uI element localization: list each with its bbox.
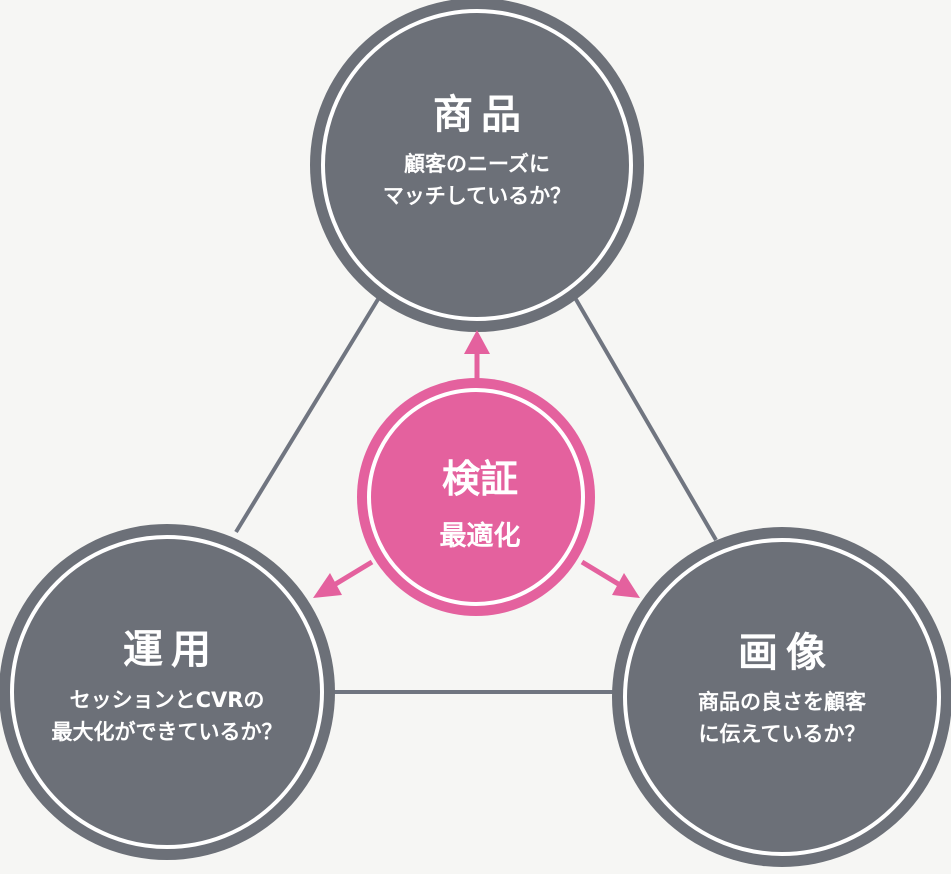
description-line: 顧客のニーズに <box>404 152 550 176</box>
node-operation-description: セッションとCVRの 最大化ができているか？ <box>52 684 283 748</box>
arrow-down-right-icon <box>580 559 640 598</box>
description-line: 商品の良さを顧客 <box>698 690 866 714</box>
node-image-circle <box>612 527 951 867</box>
center-circle <box>357 378 595 616</box>
description-line: マッチしているか？ <box>382 184 572 208</box>
node-product-description: 顧客のニーズに マッチしているか？ <box>383 148 571 212</box>
node-operation-circle <box>0 524 335 860</box>
description-line: セッションとCVRの <box>69 688 265 712</box>
node-product-circle <box>310 0 644 332</box>
connector-product-image <box>572 294 718 542</box>
arrow-up-icon <box>464 330 490 382</box>
center-title: 検証 <box>441 457 519 501</box>
node-image-title: 画像 <box>738 630 834 676</box>
node-image-description: 商品の良さを顧客 に伝えているか？ <box>698 686 866 750</box>
description-line: に伝えているか？ <box>698 722 866 746</box>
arrow-down-left-icon <box>313 559 374 598</box>
node-product-title: 商品 <box>433 92 529 138</box>
center-subtitle: 最適化 <box>439 521 521 552</box>
connector-product-operation <box>234 294 382 534</box>
node-operation-title: 運用 <box>123 627 219 673</box>
description-line: 最大化ができているか？ <box>51 720 283 744</box>
